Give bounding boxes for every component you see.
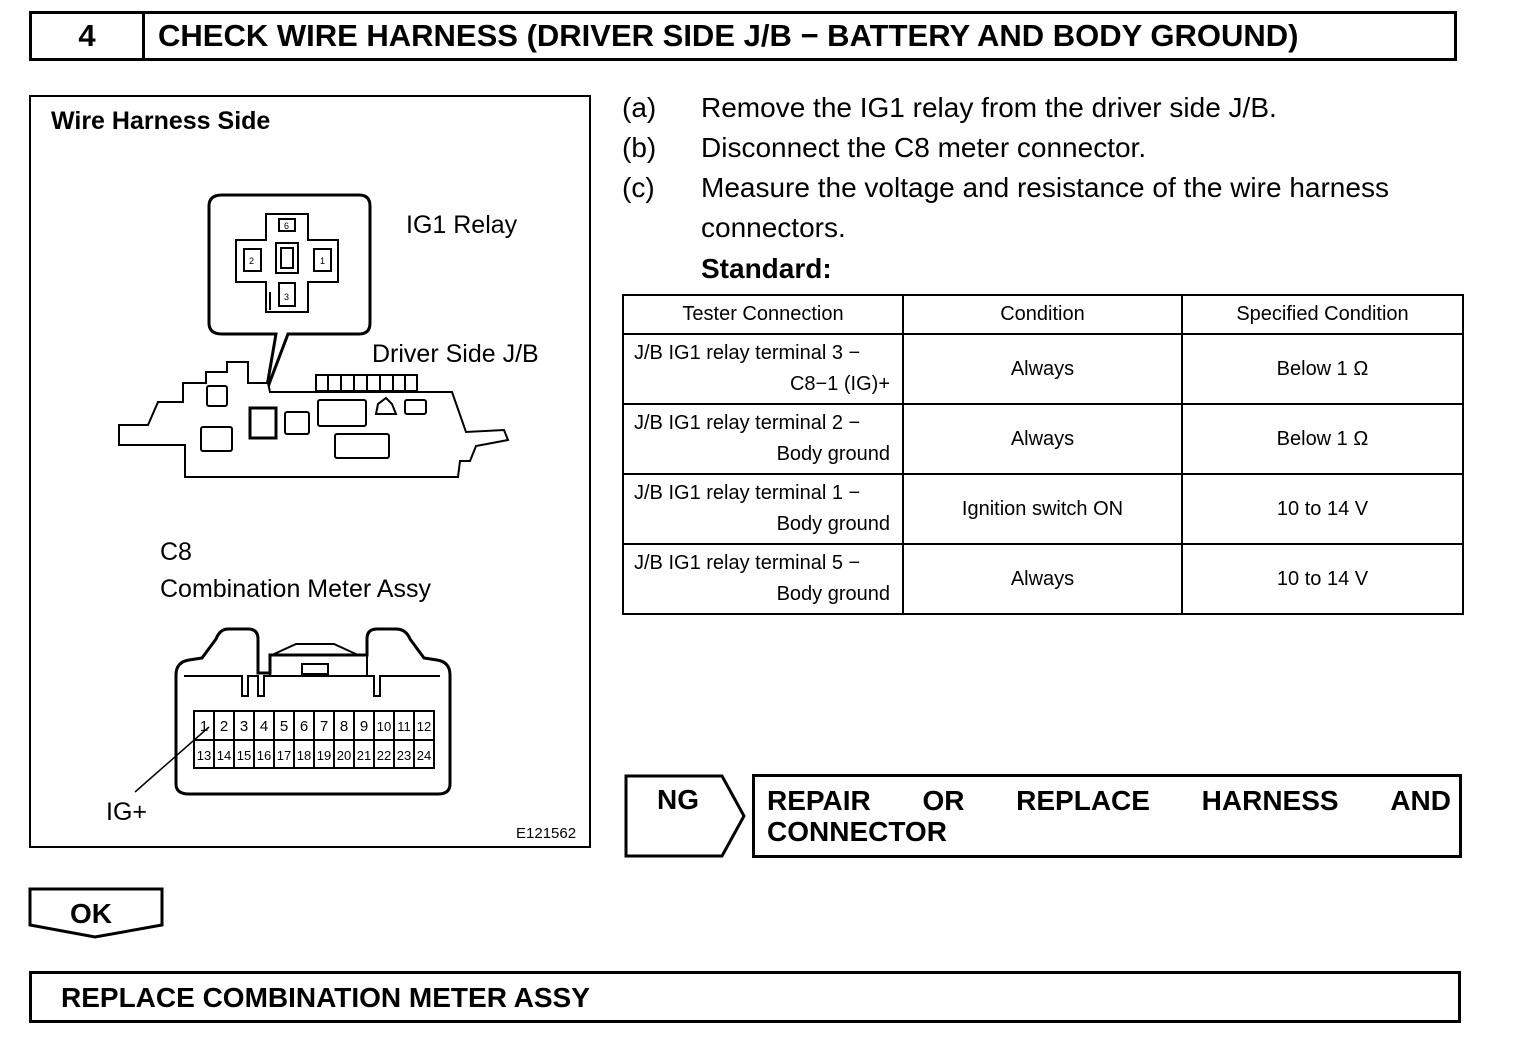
spec-cell: 10 to 14 V [1181,543,1464,615]
tester-connection-cell: J/B IG1 relay terminal 3 − C8−1 (IG)+ [622,333,904,405]
standard-label: Standard: [701,253,832,284]
pin-label-top: 1 [200,718,208,735]
ok-arrow [28,887,164,939]
final-action-text: REPLACE COMBINATION METER ASSY [61,982,590,1013]
pin-label-top: 4 [260,718,268,735]
tester-connection-cell: J/B IG1 relay terminal 1 − Body ground [622,473,904,545]
pin-label-bottom: 15 [237,748,251,763]
figure-id: E121562 [516,825,576,842]
ng-result-box: REPAIR OR REPLACE HARNESS AND CONNECTOR [752,774,1462,858]
connection-line1: J/B IG1 relay terminal 3 − [634,342,861,364]
ng-result-line2: CONNECTOR [767,816,947,847]
illustration-heading: Wire Harness Side [51,107,270,135]
step-header: 4 CHECK WIRE HARNESS (DRIVER SIDE J/B − … [29,11,1457,61]
relay-terminal-2: 2 [249,256,254,266]
wiring-illustration: Wire Harness Side 6 2 1 3 IG1 Relay Driv… [51,107,576,842]
ng-word: HARNESS [1201,785,1339,816]
ng-word: REPAIR [767,785,871,816]
pin-label-top: 7 [320,718,328,735]
spec-cell: 10 to 14 V [1181,473,1464,545]
condition-cell: Ignition switch ON [902,473,1183,545]
connector-name: Combination Meter Assy [160,575,431,603]
pin-label-top: 6 [300,718,308,735]
pin-label-bottom: 18 [297,748,311,763]
pin-label-bottom: 24 [417,748,431,763]
ig-plus-label: IG+ [106,798,147,826]
pin-label-bottom: 14 [217,748,231,763]
connection-line1: J/B IG1 relay terminal 5 − [634,552,861,574]
instruction-c-text: Measure the voltage and resistance of th… [701,172,1389,203]
ng-word: REPLACE [1016,785,1150,816]
relay-label: IG1 Relay [406,211,518,239]
pin-label-bottom: 22 [377,748,391,763]
header-specified-condition: Specified Condition [1181,294,1464,335]
connection-line2: Body ground [776,443,890,465]
ng-word: AND [1390,785,1451,816]
instruction-a-text: Remove the IG1 relay from the driver sid… [701,92,1277,123]
jb-outline [118,361,510,478]
pin-label-top: 10 [377,719,391,734]
pin-label-top: 12 [417,719,431,734]
spec-cell: Below 1 Ω [1181,403,1464,475]
pin-label-bottom: 16 [257,748,271,763]
ig1-relay-slot [248,406,278,440]
pin-label-top: 9 [360,718,368,735]
pin-label-top: 8 [340,718,348,735]
ng-result-line1: REPAIR OR REPLACE HARNESS AND [767,785,1451,817]
connection-line1: J/B IG1 relay terminal 2 − [634,412,861,434]
relay-callout [207,193,372,393]
tester-connection-cell: J/B IG1 relay terminal 5 − Body ground [622,543,904,615]
ok-label: OK [70,898,112,929]
header-tester-connection: Tester Connection [622,294,904,335]
spec-cell: Below 1 Ω [1181,333,1464,405]
standard-table: Tester Connection Condition Specified Co… [622,294,1464,615]
ig-plus-leader [134,726,210,793]
table-row: J/B IG1 relay terminal 5 − Body ground A… [622,543,1464,615]
connector-code: C8 [160,538,192,566]
step-number: 4 [32,14,145,58]
pin-label-top: 5 [280,718,288,735]
table-header-row: Tester Connection Condition Specified Co… [622,294,1464,335]
pin-label-bottom: 21 [357,748,371,763]
connection-line2: Body ground [776,583,890,605]
instruction-a-letter: (a) [622,92,657,123]
pin-label-bottom: 20 [337,748,351,763]
pin-label-top: 11 [397,719,411,734]
instruction-c-letter: (c) [622,172,655,203]
relay-terminal-6: 6 [284,221,289,231]
jb-label: Driver Side J/B [372,340,539,368]
header-condition: Condition [902,294,1183,335]
instruction-b-letter: (b) [622,132,657,163]
table-row: J/B IG1 relay terminal 1 − Body ground I… [622,473,1464,545]
table-row: J/B IG1 relay terminal 3 − C8−1 (IG)+ Al… [622,333,1464,405]
pin-label-bottom: 13 [197,748,211,763]
connection-line2: Body ground [776,513,890,535]
illustration-box: Wire Harness Side 6 2 1 3 IG1 Relay Driv… [29,95,591,848]
relay-terminal-3: 3 [284,292,289,302]
connection-line1: J/B IG1 relay terminal 1 − [634,482,861,504]
ng-label: NG [657,784,699,815]
relay-terminal-1: 1 [320,256,325,266]
relay-socket [235,213,339,313]
step-title: CHECK WIRE HARNESS (DRIVER SIDE J/B − BA… [158,18,1299,53]
instruction-b-text: Disconnect the C8 meter connector. [701,132,1147,163]
connection-line2: C8−1 (IG)+ [789,373,890,395]
ng-word: OR [922,785,965,816]
pin-label-bottom: 17 [277,748,291,763]
tester-connection-cell: J/B IG1 relay terminal 2 − Body ground [622,403,904,475]
pin-label-top: 3 [240,718,248,735]
instruction-c-text-cont: connectors. [701,212,846,243]
table-row: J/B IG1 relay terminal 2 − Body ground A… [622,403,1464,475]
condition-cell: Always [902,543,1183,615]
condition-cell: Always [902,403,1183,475]
pin-label-bottom: 19 [317,748,331,763]
ng-arrow [624,774,746,858]
pin-label-top: 2 [220,718,228,735]
pin-label-bottom: 23 [397,748,411,763]
final-action-box: REPLACE COMBINATION METER ASSY [29,971,1461,1023]
condition-cell: Always [902,333,1183,405]
